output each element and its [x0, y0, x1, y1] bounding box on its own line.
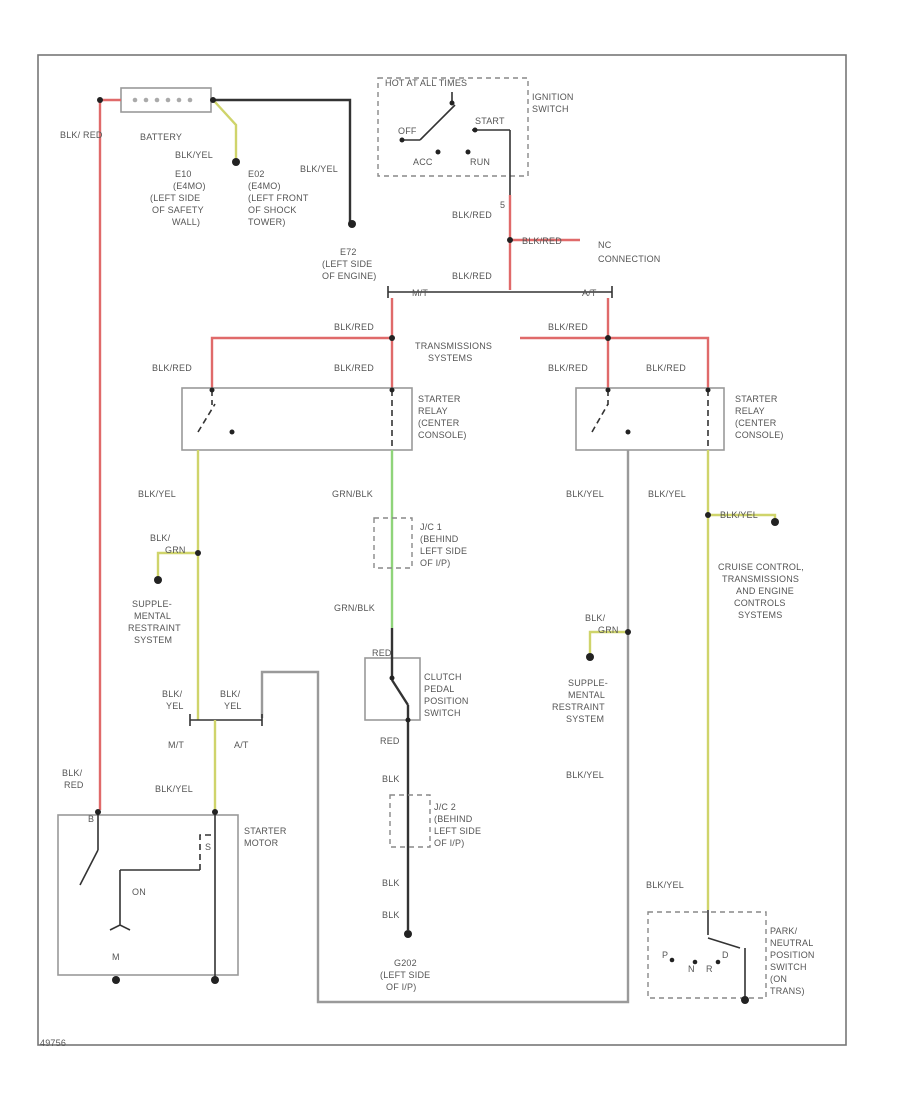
label-at-top: A/T — [582, 288, 597, 298]
label-blk-red-nc: BLK/RED — [522, 236, 562, 246]
label-blk-red-r2b: BLK/RED — [646, 363, 686, 373]
srs-left-wire — [156, 551, 198, 578]
label-blk-red-r1b: BLK/RED — [334, 363, 374, 373]
label-blk-yel-batt: BLK/YEL — [175, 150, 213, 160]
label-supplemental-left: SUPPLE- MENTAL RESTRAINT SYSTEM — [128, 599, 183, 645]
label-blk-red-mt: BLK/RED — [334, 322, 374, 332]
label-starter-motor: STARTER MOTOR — [244, 826, 289, 848]
starter-relay-2 — [575, 387, 725, 451]
label-blk-yel-at: BLK/ YEL — [220, 689, 243, 711]
label-blk-1: BLK — [382, 774, 400, 784]
label-blk-yel-starter: BLK/YEL — [155, 784, 193, 794]
label-clutch-switch: CLUTCH PEDAL POSITION SWITCH — [424, 672, 471, 718]
label-blk-yel-r2a: BLK/YEL — [566, 489, 604, 499]
label-on: ON — [132, 887, 146, 897]
label-grn-blk-2: GRN/BLK — [334, 603, 375, 613]
ignition-switch-box — [377, 77, 529, 177]
battery-neg-wire — [211, 98, 352, 222]
relay1-feed-wire — [210, 336, 392, 390]
battery-ground-wire — [214, 101, 238, 162]
starter-motor-box — [57, 814, 239, 976]
label-blk-red-starter: BLK/ RED — [62, 768, 85, 790]
label-blk-yel-mt: BLK/ YEL — [162, 689, 185, 711]
label-ignition-switch: IGNITION SWITCH — [532, 92, 576, 114]
label-park-neutral: PARK/ NEUTRAL POSITION SWITCH (ON TRANS) — [770, 926, 817, 996]
label-blk-yel-r2b: BLK/YEL — [648, 489, 686, 499]
label-blk-red-r1a: BLK/RED — [152, 363, 192, 373]
label-blk-yel-park: BLK/YEL — [646, 880, 684, 890]
label-g202: G202 (LEFT SIDE OF I/P) — [380, 958, 433, 992]
label-acc: ACC — [413, 157, 433, 167]
label-blk-yel-r1: BLK/YEL — [138, 489, 176, 499]
label-blk-red-1: BLK/RED — [452, 210, 492, 220]
label-blk-grn-left: BLK/ GRN — [150, 533, 186, 555]
label-mt-top: M/T — [412, 288, 428, 298]
label-blk-red-at: BLK/RED — [548, 322, 588, 332]
label-footer-code: 49756 — [40, 1038, 66, 1048]
label-blk-red-2: BLK/RED — [452, 271, 492, 281]
relay2-feed-wire — [608, 336, 710, 390]
label-blk-yel-right-long: BLK/YEL — [566, 770, 604, 780]
label-start: START — [475, 116, 505, 126]
label-mt-bot: M/T — [168, 740, 184, 750]
label-m: M — [112, 952, 120, 962]
label-jc1: J/C 1 (BEHIND LEFT SIDE OF I/P) — [420, 522, 470, 568]
label-blk-2: BLK — [382, 878, 400, 888]
label-pn-n: N — [688, 964, 695, 974]
label-b: B — [88, 814, 94, 824]
label-blk-3: BLK — [382, 910, 400, 920]
label-battery: BATTERY — [140, 132, 182, 142]
relay2-out-gray — [260, 450, 630, 1004]
starter-relay-1 — [181, 387, 413, 451]
label-transmission-systems: TRANSMISSIONS SYSTEMS — [415, 341, 495, 363]
battery-cells — [132, 97, 193, 103]
label-red-bot: RED — [380, 736, 400, 746]
label-cruise-control: CRUISE CONTROL, TRANSMISSIONS AND ENGINE… — [718, 562, 807, 620]
label-pn-p: P — [662, 950, 668, 960]
label-starter-relay-1: STARTER RELAY (CENTER CONSOLE) — [418, 394, 467, 440]
label-e10: E10 (E4MO) (LEFT SIDE OF SAFETY WALL) — [150, 169, 208, 227]
label-run: RUN — [470, 157, 490, 167]
label-grn-blk-1: GRN/BLK — [332, 489, 373, 499]
label-blk-red-left: BLK/ RED — [60, 130, 103, 140]
diagram-frame — [37, 54, 847, 1046]
park-neutral-box — [647, 911, 767, 999]
srs-right-wire — [588, 630, 628, 655]
label-jc2: J/C 2 (BEHIND LEFT SIDE OF I/P) — [434, 802, 484, 848]
label-e72: E72 (LEFT SIDE OF ENGINE) — [322, 247, 377, 281]
label-red-top: RED — [372, 648, 392, 658]
label-nc-connection: NC CONNECTION — [598, 240, 661, 264]
battery-pos-wire — [98, 98, 121, 810]
label-blk-red-r2a: BLK/RED — [548, 363, 588, 373]
label-pn-r: R — [706, 964, 713, 974]
label-blk-yel-e02: BLK/YEL — [300, 164, 338, 174]
label-hot-at-all-times: HOT AT ALL TIMES — [385, 78, 467, 88]
label-blk-grn-right: BLK/ GRN — [585, 613, 619, 635]
label-s: S — [205, 842, 211, 852]
jc2-box — [389, 794, 431, 848]
jc1-box — [373, 517, 413, 569]
label-supplemental-right: SUPPLE- MENTAL RESTRAINT SYSTEM — [552, 678, 611, 724]
label-pn-d: D — [722, 950, 729, 960]
label-blk-yel-cc: BLK/YEL — [720, 510, 758, 520]
label-off: OFF — [398, 126, 417, 136]
label-e02: E02 (E4MO) (LEFT FRONT OF SHOCK TOWER) — [248, 169, 311, 227]
label-starter-relay-2: STARTER RELAY (CENTER CONSOLE) — [735, 394, 784, 440]
label-at-bot: A/T — [234, 740, 249, 750]
label-pin-5: 5 — [500, 200, 505, 210]
